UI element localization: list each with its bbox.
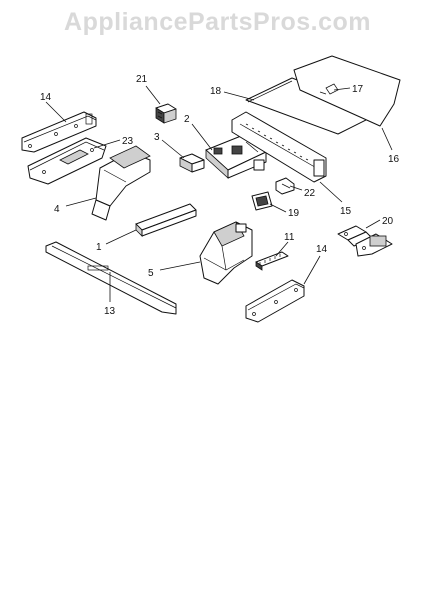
part-13[interactable] <box>45 241 177 315</box>
callout-21: 21 <box>136 74 148 85</box>
callout-15: 15 <box>340 206 352 217</box>
part-23[interactable] <box>27 137 107 185</box>
callout-4: 4 <box>54 204 60 215</box>
part-15[interactable] <box>231 111 327 183</box>
part-11[interactable] <box>255 251 289 271</box>
part-20[interactable] <box>337 225 393 257</box>
part-14-left[interactable] <box>21 111 97 153</box>
callout-3: 3 <box>154 132 160 143</box>
callout-18: 18 <box>210 86 222 97</box>
part-1[interactable] <box>135 203 197 237</box>
part-3[interactable] <box>179 153 205 173</box>
callout-13: 13 <box>104 306 116 317</box>
part-4[interactable] <box>91 145 151 221</box>
part-17[interactable] <box>293 55 401 127</box>
callout-11: 11 <box>284 232 295 243</box>
watermark: AppliancePartsPros.com <box>64 8 371 36</box>
callout-2: 2 <box>184 114 190 125</box>
part-19[interactable] <box>251 191 273 211</box>
callout-17: 17 <box>352 84 364 95</box>
callout-5: 5 <box>148 268 154 279</box>
callout-14-left: 14 <box>40 92 52 103</box>
part-14-right[interactable] <box>245 279 305 323</box>
part-5[interactable] <box>199 221 253 285</box>
part-22[interactable] <box>275 177 295 195</box>
callout-16: 16 <box>388 154 400 165</box>
callout-22: 22 <box>304 188 316 199</box>
callout-1: 1 <box>96 242 102 253</box>
leader-lines <box>45 85 393 302</box>
callout-20: 20 <box>382 216 394 227</box>
callout-23: 23 <box>122 136 134 147</box>
callout-labels: 21 18 17 14 2 23 3 16 22 15 4 19 20 1 11… <box>40 74 400 317</box>
callout-19: 19 <box>288 208 300 219</box>
callout-14-right: 14 <box>316 244 328 255</box>
part-21[interactable] <box>155 103 177 124</box>
